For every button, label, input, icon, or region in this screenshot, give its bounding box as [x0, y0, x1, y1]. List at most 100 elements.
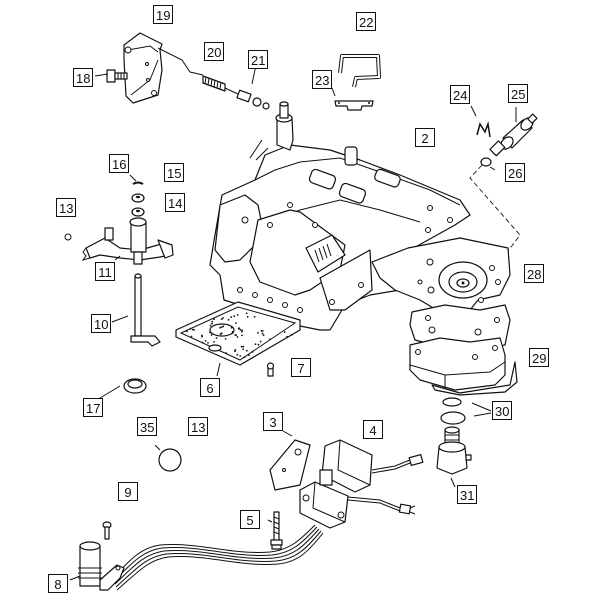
- callout-2: 2: [415, 128, 435, 147]
- screen-perforation: [283, 331, 286, 333]
- o-ring-30b: [440, 411, 466, 425]
- callout-9: 9: [118, 482, 138, 501]
- callout-22: 22: [356, 12, 377, 31]
- screen-perforation: [230, 316, 233, 319]
- callout-14: 14: [165, 193, 186, 212]
- screen-perforation: [222, 325, 225, 328]
- screen-perforation: [262, 334, 265, 336]
- screen-perforation: [239, 328, 242, 331]
- screen-perforation: [236, 336, 239, 338]
- screen-perforation: [210, 334, 213, 336]
- harness-connector: [347, 453, 424, 515]
- manual-lever: [81, 217, 174, 265]
- screen-perforation: [241, 329, 244, 332]
- callout-7: 7: [291, 358, 311, 377]
- filter-screen-dots: [186, 312, 293, 359]
- filter-screen: [175, 301, 301, 366]
- screen-perforation: [213, 318, 215, 321]
- screen-perforation: [253, 316, 256, 318]
- callout-10: 10: [91, 314, 112, 333]
- transfer-plate: [371, 237, 511, 313]
- cable: [157, 47, 204, 76]
- screen-perforation: [230, 326, 233, 329]
- screen-perforation: [236, 353, 239, 356]
- callout-21: 21: [248, 50, 269, 69]
- screen-perforation: [219, 326, 222, 329]
- screen-perforation: [211, 322, 213, 325]
- screen-perforation: [248, 354, 250, 357]
- wiring-harness: [112, 524, 324, 591]
- screen-perforation: [239, 355, 242, 357]
- screen-perforation: [243, 356, 246, 359]
- screen-perforation: [260, 330, 263, 332]
- spring: [202, 75, 226, 92]
- screen-perforation: [225, 352, 228, 355]
- callout-29: 29: [529, 348, 550, 367]
- callout-8: 8: [48, 574, 68, 593]
- callout-13-lower: 13: [188, 417, 209, 436]
- bolt-7: [266, 362, 275, 377]
- screen-perforation: [234, 334, 237, 336]
- tube-retainer: [334, 100, 374, 111]
- screen-perforation: [290, 333, 293, 336]
- solenoid-bracket: [269, 439, 311, 491]
- screen-perforation: [211, 320, 214, 323]
- screen-perforation: [286, 335, 288, 338]
- screen-perforation: [189, 327, 192, 330]
- pressure-sensor: [436, 426, 472, 475]
- screen-perforation: [220, 318, 223, 320]
- screen-perforation: [219, 333, 222, 336]
- screen-perforation: [209, 331, 211, 334]
- screen-perforation: [231, 330, 234, 333]
- wiring-connector: [78, 541, 125, 591]
- screen-perforation: [257, 331, 259, 334]
- screen-perforation: [204, 340, 207, 342]
- bolt-5: [270, 511, 283, 550]
- callout-20: 20: [204, 42, 225, 61]
- o-ring-30a: [442, 397, 462, 407]
- check-ball-35: [158, 448, 182, 472]
- callout-3: 3: [263, 412, 283, 431]
- screen-perforation: [220, 326, 223, 328]
- screen-perforation: [201, 334, 203, 337]
- screen-perforation: [235, 322, 237, 324]
- screen-perforation: [257, 343, 260, 346]
- screen-perforation: [190, 335, 193, 338]
- screen-perforation: [245, 312, 248, 315]
- callout-16: 16: [109, 154, 130, 173]
- governor-solenoid: [299, 439, 373, 529]
- screen-perforation: [242, 348, 245, 351]
- screen-perforation: [215, 337, 218, 339]
- o-ring-26: [480, 157, 492, 167]
- callout-19: 19: [153, 5, 174, 24]
- screen-perforation: [261, 330, 264, 332]
- screen-perforation: [213, 341, 216, 343]
- screen-perforation: [207, 342, 209, 344]
- throttle-bracket: [123, 32, 163, 104]
- screen-perforation: [236, 314, 239, 316]
- screen-perforation: [245, 349, 248, 352]
- screen-perforation: [186, 330, 188, 333]
- alignment-line: [469, 164, 521, 256]
- solenoid-valve: [489, 113, 538, 157]
- washer-15-hole: [136, 195, 140, 199]
- bolt-18: [106, 69, 128, 83]
- callout-5: 5: [240, 510, 260, 529]
- retaining-clip-16: [132, 181, 144, 185]
- screen-perforation: [234, 350, 236, 353]
- callout-24: 24: [450, 85, 471, 104]
- callout-23: 23: [312, 70, 333, 89]
- check-ball-13: [64, 233, 72, 241]
- screen-perforation: [241, 334, 243, 337]
- accumulator-housing: [409, 337, 518, 396]
- screen-perforation: [261, 332, 264, 335]
- screen-perforation: [251, 351, 254, 353]
- screen-perforation: [209, 324, 212, 327]
- callout-15: 15: [164, 163, 185, 182]
- screen-perforation: [242, 345, 245, 348]
- callout-13-upper: 13: [56, 198, 77, 217]
- callout-30: 30: [492, 401, 513, 420]
- screen-perforation: [191, 328, 194, 331]
- screen-perforation: [269, 338, 271, 341]
- screen-perforation: [259, 340, 262, 343]
